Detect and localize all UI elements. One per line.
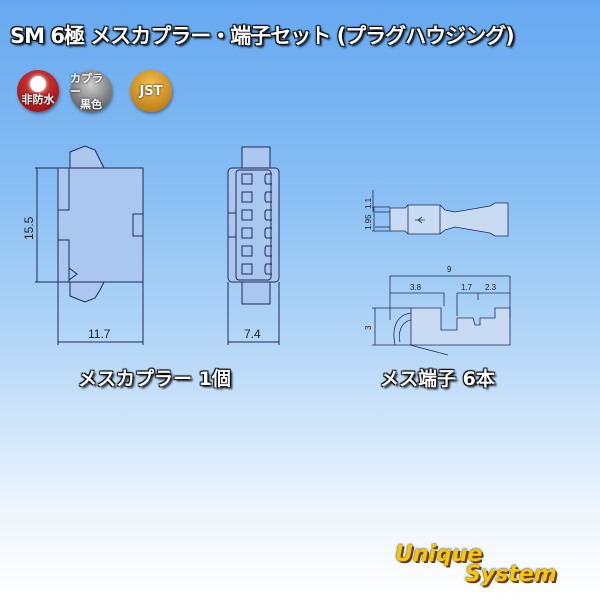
- cavity: [241, 263, 253, 275]
- latch-slot: [264, 209, 272, 221]
- cavity: [241, 209, 253, 221]
- terminal-top-view: 1.95 1.1: [364, 190, 509, 237]
- depth-dim-label: 7.4: [244, 327, 261, 341]
- logo-line2: System: [465, 562, 557, 587]
- cavity: [241, 173, 253, 185]
- housing-side-view: [57, 145, 144, 303]
- terminal-caption: メス端子 6本: [380, 368, 495, 390]
- terminal-side-view: 9 3.8 1.7 2.3 3: [364, 265, 511, 356]
- dim-2-3: 2.3: [485, 283, 497, 292]
- terminal-cavities: [241, 173, 272, 275]
- dim-9: 9: [447, 265, 452, 274]
- latch-slot: [264, 191, 272, 203]
- dim-3: 3: [364, 325, 373, 330]
- sun-icon: [30, 76, 46, 92]
- non-waterproof-badge: 非防水: [17, 70, 59, 112]
- latch-slot: [264, 227, 272, 239]
- housing-depth-dimension: 7.4: [227, 282, 280, 345]
- dim-3-8: 3.8: [410, 283, 422, 292]
- logo-line1: Unique: [395, 542, 483, 567]
- dim-1-1: 1.1: [364, 197, 373, 209]
- jst-badge: JST: [130, 70, 172, 112]
- unique-system-logo: Unique System: [395, 542, 557, 587]
- badge-label: 非防水: [21, 93, 55, 106]
- dim-1-7: 1.7: [461, 283, 473, 292]
- height-dim-label: 15.5: [22, 216, 36, 240]
- latch-slot: [264, 263, 272, 275]
- cavity: [241, 191, 253, 203]
- cavity: [241, 245, 253, 257]
- page-title: SM 6極 メスカプラー・端子セット (プラグハウジング): [10, 24, 515, 48]
- cavity: [241, 227, 253, 239]
- housing-front-view: [227, 146, 280, 305]
- coupler-color-badge: カプラー 黒色: [70, 70, 112, 112]
- latch-slot: [264, 173, 272, 185]
- latch-slot: [264, 245, 272, 257]
- badge-label-line1: カプラー: [70, 71, 103, 98]
- housing-width-dimension: 11.7: [57, 282, 144, 345]
- width-dim-label: 11.7: [88, 327, 111, 341]
- badge-label: JST: [139, 83, 163, 99]
- dim-1-95: 1.95: [364, 214, 373, 230]
- housing-caption: メスカプラー 1個: [78, 368, 231, 390]
- badge-label-line2: 黒色: [80, 97, 102, 111]
- housing-height-dimension: 15.5: [22, 167, 58, 283]
